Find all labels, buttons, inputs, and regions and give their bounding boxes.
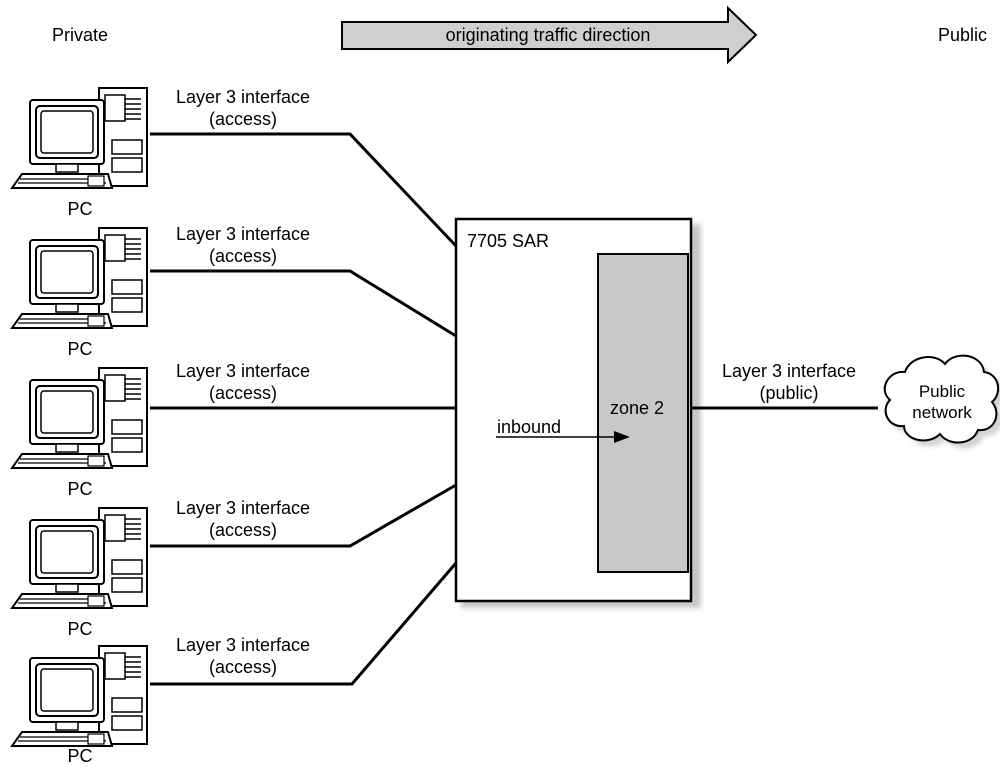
interface-label-line2: (access) [209, 657, 277, 677]
interface-label-4: Layer 3 interface (access) [176, 498, 310, 540]
interface-label-1: Layer 3 interface (access) [176, 87, 310, 129]
public-interface-line2: (public) [759, 383, 818, 403]
interface-label-line1: Layer 3 interface [176, 361, 310, 381]
traffic-direction-label: originating traffic direction [446, 25, 651, 45]
zone-label: zone 2 [610, 398, 664, 418]
public-label: Public [938, 25, 987, 45]
interface-label-line2: (access) [209, 246, 277, 266]
access-link-2 [150, 269, 457, 338]
access-link-5 [150, 562, 458, 686]
public-interface-line1: Layer 3 interface [722, 361, 856, 381]
pc-3-label: PC [67, 479, 92, 499]
interface-label-line1: Layer 3 interface [176, 635, 310, 655]
interface-label-line1: Layer 3 interface [176, 498, 310, 518]
interface-label-5: Layer 3 interface (access) [176, 635, 310, 677]
zone-2-area [597, 253, 689, 573]
interface-label-line1: Layer 3 interface [176, 87, 310, 107]
interface-label-line2: (access) [209, 383, 277, 403]
private-label: Private [52, 25, 108, 45]
traffic-direction-arrow: originating traffic direction [341, 5, 758, 65]
pc-2: PC [11, 227, 148, 359]
pc-4-label: PC [67, 619, 92, 639]
cloud-shape [883, 354, 1000, 444]
pc-4-icon [11, 507, 148, 609]
inbound-arrowhead [614, 431, 630, 443]
pc-1: PC [11, 87, 148, 219]
public-network-cloud: Public network [883, 354, 1000, 449]
interface-label-line1: Layer 3 interface [176, 224, 310, 244]
pc-5-label: PC [67, 746, 92, 766]
pc-3-icon [11, 367, 148, 469]
pc-1-label: PC [67, 199, 92, 219]
inbound-label: inbound [497, 417, 561, 437]
pc-2-label: PC [67, 339, 92, 359]
public-interface-label: Layer 3 interface (public) [722, 361, 856, 403]
pc-5-icon [11, 645, 148, 747]
pc-2-icon [11, 227, 148, 329]
router-7705-sar: 7705 SAR zone 2 inbound [454, 217, 701, 608]
interface-label-3: Layer 3 interface (access) [176, 361, 310, 403]
cloud-line2: network [912, 403, 972, 422]
pc-5: PC [11, 645, 148, 766]
interface-label-line2: (access) [209, 109, 277, 129]
access-links [150, 132, 458, 686]
pc-3: PC [11, 367, 148, 499]
interface-label-line2: (access) [209, 520, 277, 540]
interface-label-2: Layer 3 interface (access) [176, 224, 310, 266]
router-label: 7705 SAR [467, 231, 549, 251]
access-link-4 [150, 483, 457, 548]
pc-1-icon [11, 87, 148, 189]
access-link-1 [150, 132, 458, 248]
pc-4: PC [11, 507, 148, 639]
cloud-line1: Public [919, 382, 966, 401]
